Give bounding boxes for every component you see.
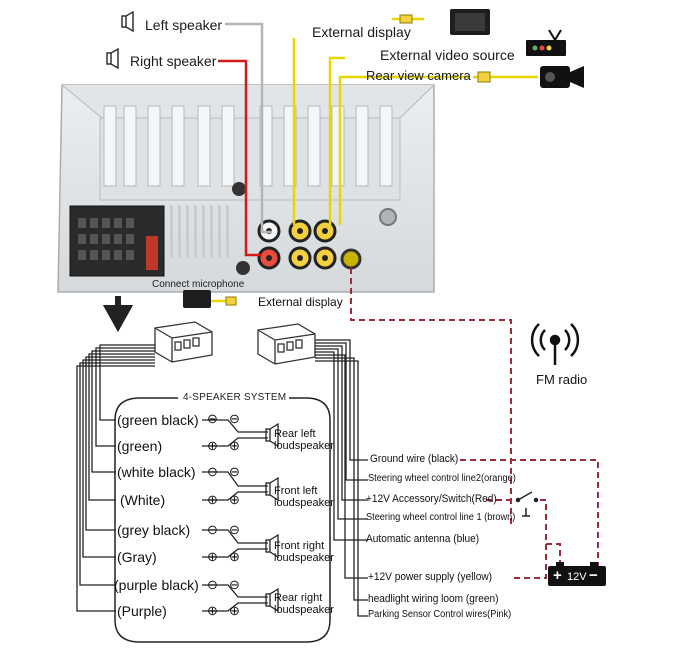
external-display-top-label: External display <box>312 24 411 40</box>
right-speaker-label: Right speaker <box>130 53 217 69</box>
automatic-antenna-label: Automatic antenna (blue) <box>366 533 480 545</box>
wire-label-purple-black: (purple black) <box>114 577 199 593</box>
rear-left-loudspeaker-label: Rear left loudspeaker <box>274 428 334 452</box>
connect-microphone-label: Connect microphone <box>152 279 245 290</box>
ground-wire-label: Ground wire (black) <box>370 453 459 465</box>
wire-label-white: (White) <box>120 492 166 508</box>
terminal-minus: ⊖ <box>229 464 240 479</box>
acc-switch-label: +12V Accessory/Switch(Red) <box>366 493 497 505</box>
wire-label-white-black: (white black) <box>117 464 196 480</box>
parking-sensor-label: Parking Sensor Control wires(Pink) <box>368 609 512 620</box>
terminal-plus: ⊕ <box>207 549 218 564</box>
terminal-plus: ⊕ <box>207 603 218 618</box>
rear-right-loudspeaker-label: Rear right loudspeaker <box>274 592 334 616</box>
wire-label-purple: (Purple) <box>117 603 167 619</box>
external-video-source-label: External video source <box>380 47 515 63</box>
left-speaker-icon <box>121 10 134 33</box>
terminal-minus: ⊖ <box>207 411 218 426</box>
terminal-minus: ⊖ <box>207 464 218 479</box>
wire-label-green: (green) <box>117 438 163 454</box>
terminal-plus: ⊕ <box>229 438 240 453</box>
terminal-plus: ⊕ <box>207 438 218 453</box>
arrow-down-icon <box>102 296 134 333</box>
fm-radio-label: FM radio <box>536 372 588 387</box>
terminal-minus: ⊖ <box>229 577 240 592</box>
power-plug <box>257 323 316 365</box>
terminal-minus: ⊖ <box>229 522 240 537</box>
terminal-minus: ⊖ <box>207 577 218 592</box>
steering-line2-label: Steering wheel control line2(orange) <box>368 473 516 484</box>
wire-label-grey-black: (grey black) <box>117 522 191 538</box>
speaker-caption-line1: Rear left <box>274 428 316 440</box>
switch-icon <box>515 491 539 517</box>
speaker-caption-line2: loudspeaker <box>274 604 334 616</box>
right-speaker-icon <box>106 47 119 70</box>
loudspeaker-symbols <box>265 422 279 613</box>
battery-voltage: 12V <box>567 571 587 583</box>
terminal-minus: ⊖ <box>229 411 240 426</box>
speaker-caption-line2: loudspeaker <box>274 497 334 509</box>
headlight-loom-label: headlight wiring loom (green) <box>368 593 499 605</box>
external-display-bottom-label: External display <box>258 295 343 309</box>
speaker-caption-line2: loudspeaker <box>274 552 334 564</box>
terminal-minus: ⊖ <box>207 522 218 537</box>
speaker-plug <box>154 321 213 363</box>
wire-label-green-black: (green black) <box>117 412 199 428</box>
rca-jacks <box>257 219 337 270</box>
power-supply-label: +12V power supply (yellow) <box>368 571 493 583</box>
battery-minus: − <box>589 567 598 584</box>
power-harness-wires <box>315 339 368 617</box>
wire-label-gray: (Gray) <box>117 549 157 565</box>
front-right-loudspeaker-label: Front right loudspeaker <box>274 540 334 564</box>
speaker-caption-line1: Rear right <box>274 592 323 604</box>
terminal-plus: ⊕ <box>207 492 218 507</box>
steering-line1-label: Steering wheel control line 1 (brown) <box>366 512 516 523</box>
camera-icon <box>477 66 584 88</box>
monitor-icon <box>399 9 490 35</box>
left-speaker-label: Left speaker <box>145 17 223 33</box>
terminal-plus: ⊕ <box>229 549 240 564</box>
battery-plus: + <box>553 567 562 584</box>
battery-wires <box>460 459 599 579</box>
external-display-bottom-icon <box>183 290 237 308</box>
fm-radio-icon <box>530 323 580 365</box>
speaker-system-title: 4-SPEAKER SYSTEM <box>180 393 290 403</box>
terminal-plus: ⊕ <box>229 603 240 618</box>
speaker-harness-wires <box>76 344 155 612</box>
speaker-system-box <box>114 397 331 643</box>
speaker-caption-line2: loudspeaker <box>274 440 334 452</box>
battery-icon <box>548 562 606 586</box>
rear-view-camera-label: Rear view camera <box>366 68 471 83</box>
speaker-caption-line1: Front left <box>274 485 318 497</box>
antenna-socket <box>340 248 362 270</box>
fm-antenna-wire <box>350 268 512 528</box>
terminal-plus: ⊕ <box>229 492 240 507</box>
speaker-caption-line1: Front right <box>274 540 325 552</box>
front-left-loudspeaker-label: Front left loudspeaker <box>274 485 334 509</box>
microphone-jack <box>236 261 250 275</box>
video-source-icon <box>526 29 566 56</box>
